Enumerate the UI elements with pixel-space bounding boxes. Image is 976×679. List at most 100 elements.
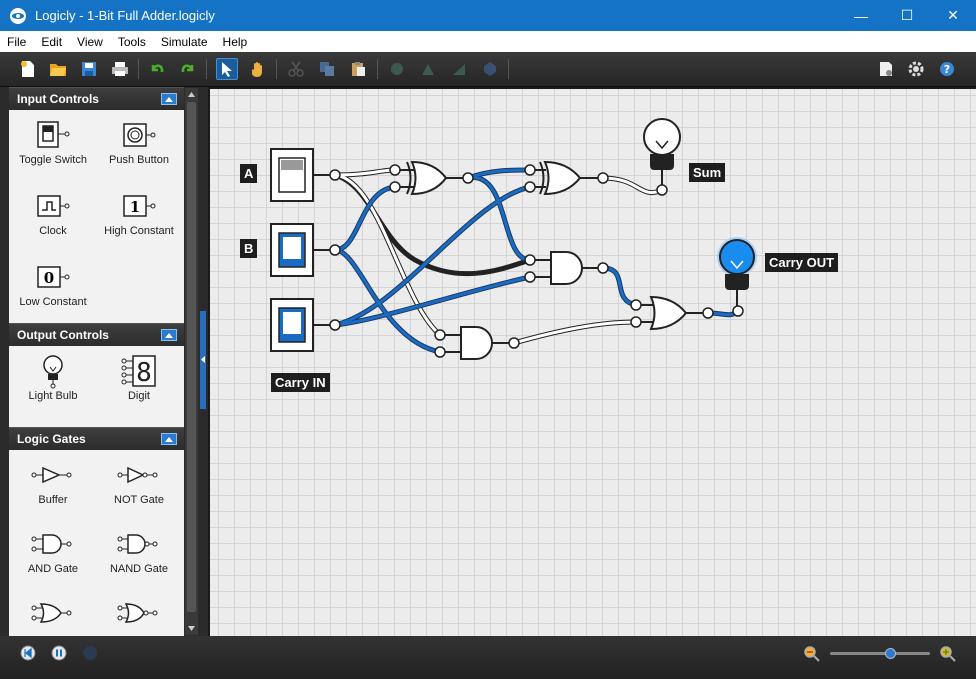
palette-not-gate[interactable]: NOT Gate <box>96 458 182 506</box>
zoom-in-icon[interactable] <box>939 645 956 662</box>
menu-tools[interactable]: Tools <box>117 34 146 49</box>
or-gate[interactable] <box>640 295 704 331</box>
switch-carry-in[interactable] <box>270 298 331 352</box>
carry-out-light-bulb <box>717 237 757 306</box>
collapse-arrow-icon[interactable] <box>161 433 177 445</box>
scroll-down-icon[interactable] <box>188 626 195 632</box>
palette-low-constant[interactable]: 0 Low Constant <box>10 260 96 308</box>
item-label: Clock <box>39 225 67 237</box>
help-icon[interactable]: ? <box>936 58 958 80</box>
panel-title: Logic Gates <box>17 432 86 446</box>
switch-a[interactable] <box>270 148 331 202</box>
and-gate-1[interactable] <box>534 251 600 285</box>
title-bar: Logicly - 1-Bit Full Adder.logicly — ☐ ✕ <box>0 0 976 31</box>
palette-nand-gate[interactable]: NAND Gate <box>96 527 182 575</box>
palette-high-constant[interactable]: 1 High Constant <box>96 189 182 237</box>
label-carry-out: Carry OUT <box>765 253 839 272</box>
switch-b[interactable] <box>270 223 331 277</box>
item-label: Push Button <box>109 154 169 166</box>
print-icon[interactable] <box>109 58 131 80</box>
redo-icon[interactable] <box>177 58 199 80</box>
panel-header-output-controls[interactable]: Output Controls <box>9 323 184 346</box>
menu-edit[interactable]: Edit <box>41 34 63 49</box>
menu-simulate[interactable]: Simulate <box>160 34 208 49</box>
minimize-button[interactable]: — <box>854 7 868 24</box>
rotate-icon[interactable] <box>386 58 408 80</box>
cut-icon[interactable] <box>285 58 307 80</box>
item-label: Light Bulb <box>28 390 78 402</box>
scrollbar-thumb[interactable] <box>187 102 196 612</box>
window-title: Logicly - 1-Bit Full Adder.logicly <box>35 8 215 23</box>
high-constant-value: 1 <box>130 198 140 216</box>
menu-help[interactable]: Help <box>222 34 248 49</box>
menu-file[interactable]: File <box>7 34 27 49</box>
item-label: Digit <box>127 390 150 402</box>
item-label: NAND Gate <box>109 563 169 575</box>
and-gate-2[interactable] <box>444 326 510 360</box>
pan-hand-icon[interactable] <box>247 58 269 80</box>
pause-icon[interactable] <box>51 645 67 661</box>
label-b: B <box>240 239 258 258</box>
panel-input-controls: Toggle Switch Push Button Clock 1 High C… <box>9 110 184 323</box>
palette-and-gate[interactable]: AND Gate <box>10 527 96 575</box>
toolbar: ? <box>0 52 976 87</box>
item-label: Low Constant <box>19 296 87 308</box>
circuit-diagram <box>270 118 757 360</box>
new-file-icon[interactable] <box>17 58 39 80</box>
low-constant-value: 0 <box>44 269 54 287</box>
close-button[interactable]: ✕ <box>947 7 959 23</box>
step-forward-icon[interactable] <box>82 645 98 661</box>
item-label: High Constant <box>104 225 174 237</box>
properties-icon[interactable] <box>875 58 897 80</box>
palette-nor-gate[interactable] <box>96 596 182 630</box>
xor-gate-2[interactable] <box>534 160 600 196</box>
integrated-circuit-icon[interactable] <box>479 58 501 80</box>
palette-scrollbar[interactable] <box>185 88 198 635</box>
scroll-up-icon[interactable] <box>188 91 195 97</box>
panel-header-logic-gates[interactable]: Logic Gates <box>9 427 184 450</box>
palette-clock[interactable]: Clock <box>10 189 96 237</box>
panel-logic-gates: Buffer NOT Gate AND Gate NAND Gate <box>9 450 184 636</box>
palette-buffer[interactable]: Buffer <box>10 458 96 506</box>
connection-nodes[interactable] <box>329 164 744 358</box>
maximize-button[interactable]: ☐ <box>900 7 914 23</box>
item-label: Buffer <box>38 494 68 506</box>
splitter-handle[interactable] <box>200 311 206 409</box>
menu-bar: File Edit View Tools Simulate Help <box>0 31 976 52</box>
step-back-icon[interactable] <box>20 645 36 661</box>
sum-light-bulb <box>643 118 681 186</box>
save-icon[interactable] <box>78 58 100 80</box>
paste-icon[interactable] <box>347 58 369 80</box>
zoom-out-icon[interactable] <box>803 645 820 662</box>
palette-toggle-switch[interactable]: Toggle Switch <box>10 118 96 166</box>
panel-title: Input Controls <box>17 92 99 106</box>
copy-icon[interactable] <box>316 58 338 80</box>
flip-horizontal-icon[interactable] <box>448 58 470 80</box>
palette-or-gate[interactable] <box>10 596 96 630</box>
sidebar-splitter[interactable] <box>199 87 208 636</box>
label-carry-in: Carry IN <box>271 373 330 392</box>
zoom-slider[interactable] <box>830 648 930 659</box>
item-label: Toggle Switch <box>19 154 87 166</box>
collapse-arrow-icon[interactable] <box>161 93 177 105</box>
panel-title: Output Controls <box>17 328 109 342</box>
digit-value: 8 <box>136 358 152 388</box>
palette-push-button[interactable]: Push Button <box>96 118 182 166</box>
zoom-slider-knob[interactable] <box>884 648 896 659</box>
settings-gear-icon[interactable] <box>905 58 927 80</box>
xor-gate-1[interactable] <box>399 160 464 196</box>
palette-digit[interactable]: 8 Digit <box>96 354 182 402</box>
circuit-canvas[interactable]: A B Carry IN Sum Carry OUT <box>208 87 976 636</box>
menu-view[interactable]: View <box>77 34 103 49</box>
label-a: A <box>240 164 258 183</box>
palette-light-bulb[interactable]: Light Bulb <box>10 354 96 402</box>
panel-header-input-controls[interactable]: Input Controls <box>9 87 184 110</box>
flip-vertical-icon[interactable] <box>417 58 439 80</box>
collapse-arrow-icon[interactable] <box>161 329 177 341</box>
panel-output-controls: Light Bulb 8 Digit <box>9 346 184 427</box>
undo-icon[interactable] <box>146 58 168 80</box>
svg-text:?: ? <box>944 63 950 76</box>
open-folder-icon[interactable] <box>47 58 69 80</box>
label-sum: Sum <box>689 163 726 182</box>
select-pointer-icon[interactable] <box>216 58 238 80</box>
